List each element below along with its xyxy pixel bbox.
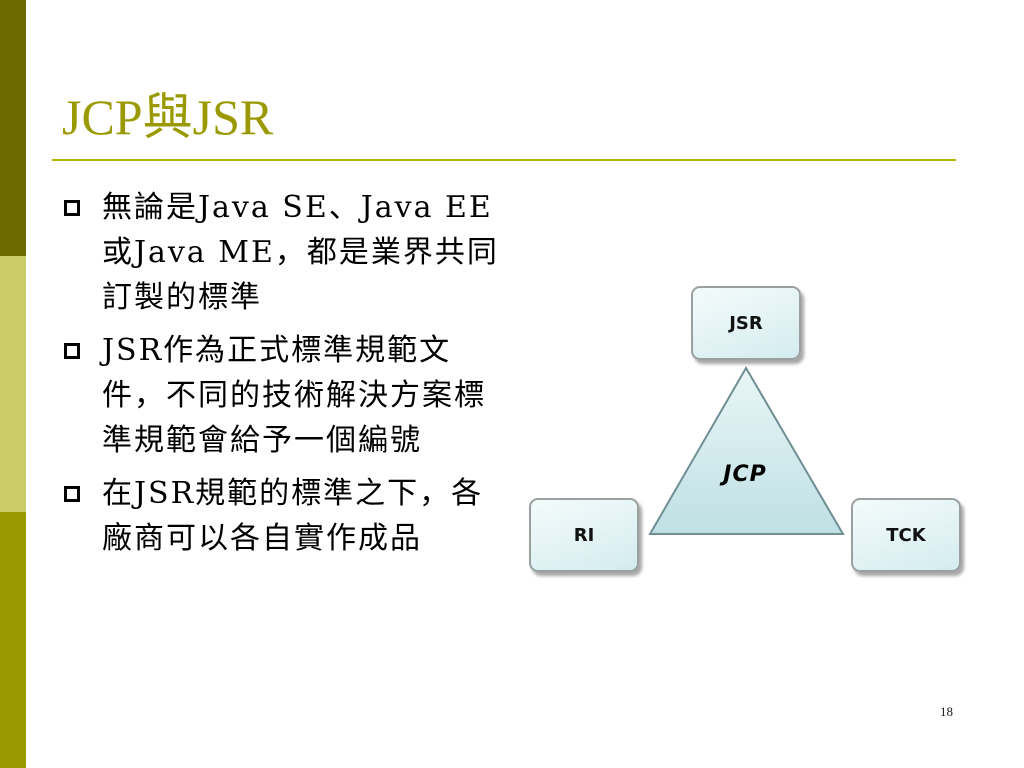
bullet-text: 無論是Java SE、Java EE或Java ME，都是業界共同訂製的標準 (102, 190, 499, 315)
square-bullet-icon (64, 343, 80, 359)
jsr-node: JSR (691, 286, 801, 360)
slide-title: JCP與JSR (62, 89, 274, 145)
tck-node: TCK (851, 498, 961, 572)
square-bullet-icon (64, 200, 80, 216)
bullet-item: 在JSR規範的標準之下，各廠商可以各自實作成品 (62, 471, 502, 561)
jcp-diagram: JSR RI TCK JCP (525, 282, 970, 582)
side-bar-segment-middle (0, 256, 26, 512)
bullet-text: 在JSR規範的標準之下，各廠商可以各自實作成品 (102, 476, 484, 556)
page-number: 18 (940, 704, 953, 719)
square-bullet-icon (64, 486, 80, 502)
side-decoration-bar (0, 0, 26, 768)
side-bar-segment-bottom (0, 512, 26, 768)
jcp-label: JCP (723, 462, 767, 487)
bullet-item: JSR作為正式標準規範文件，不同的技術解決方案標準規範會給予一個編號 (62, 328, 502, 463)
bullet-text: JSR作為正式標準規範文件，不同的技術解決方案標準規範會給予一個編號 (102, 333, 486, 458)
ri-node: RI (529, 498, 639, 572)
bullet-list: 無論是Java SE、Java EE或Java ME，都是業界共同訂製的標準 J… (62, 185, 502, 569)
title-underline (52, 159, 956, 161)
side-bar-segment-top (0, 0, 26, 256)
bullet-item: 無論是Java SE、Java EE或Java ME，都是業界共同訂製的標準 (62, 185, 502, 320)
triangle-graphic (648, 366, 845, 535)
jcp-triangle (648, 366, 845, 535)
